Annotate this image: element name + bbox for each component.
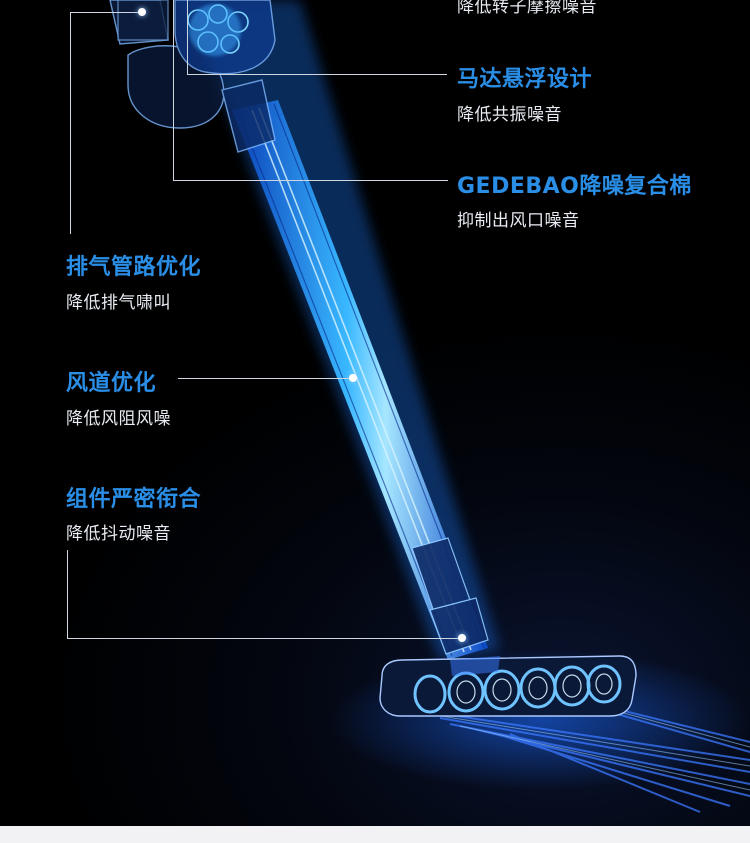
leader-line-rotor-horizontal [70,12,142,13]
page-footer-strip [0,826,750,843]
leader-line-rotor-vertical [70,12,71,234]
duct-feature-title: 风道优化 [66,371,157,396]
leader-line-motor-vertical [187,0,188,74]
foam-feature-title: GEDEBAO降噪复合棉 [457,174,692,199]
product-feature-panel: 降低转子摩擦噪音 马达悬浮设计 降低共振噪音 GEDEBAO降噪复合棉 抑制出风… [0,0,750,826]
callout-dot-rotor [138,8,146,16]
leader-line-foam-vertical [173,0,174,180]
exhaust-feature-title: 排气管路优化 [66,255,202,280]
leader-line-motor-horizontal [187,74,447,75]
callout-dot-duct [349,374,357,382]
exhaust-feature-subtitle: 降低排气啸叫 [66,293,171,313]
callout-dot-assembly [458,634,466,642]
duct-feature-subtitle: 降低风阻风噪 [66,409,171,429]
motor-feature-subtitle: 降低共振噪音 [457,105,562,125]
leader-line-duct [178,378,354,379]
leader-line-assembly-vertical [67,550,68,638]
assembly-feature-title: 组件严密衔合 [66,487,202,512]
vacuum-cleaner-illustration [109,0,750,813]
leader-line-assembly-horizontal [67,638,462,639]
assembly-feature-subtitle: 降低抖动噪音 [66,524,171,544]
motor-feature-title: 马达悬浮设计 [457,67,593,92]
foam-feature-subtitle: 抑制出风口噪音 [457,211,580,231]
rotor-feature-subtitle: 降低转子摩擦噪音 [457,0,597,17]
leader-line-foam-horizontal [173,180,448,181]
